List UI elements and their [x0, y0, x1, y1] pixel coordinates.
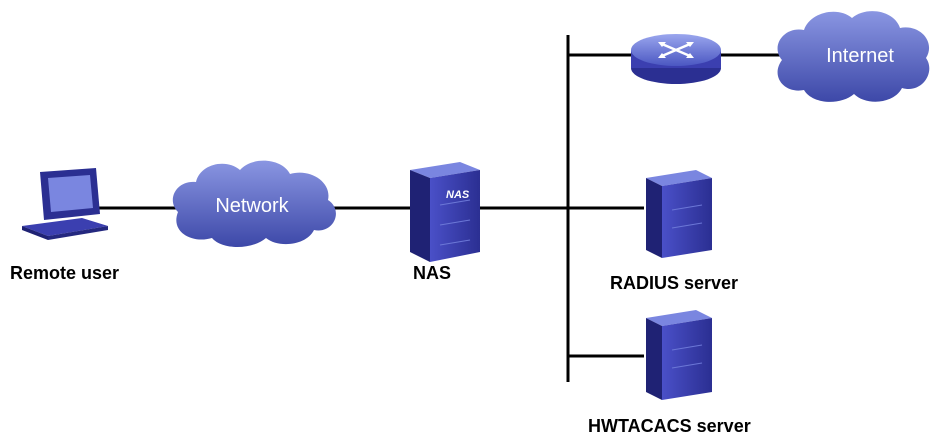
hwtacacs-label: HWTACACS server [588, 416, 751, 436]
radius-node: RADIUS server [610, 170, 738, 293]
network-label: Network [215, 195, 289, 217]
pc-icon [22, 168, 108, 240]
connection-lines [98, 35, 782, 382]
radius-label: RADIUS server [610, 273, 738, 293]
cloud-icon [172, 160, 336, 247]
internet-label: Internet [826, 45, 894, 67]
hwtacacs-node: HWTACACS server [588, 310, 751, 436]
nas-label: NAS [413, 263, 451, 283]
remote-user-node: Remote user [10, 168, 119, 283]
router-icon [631, 34, 721, 84]
internet-node: Internet [777, 11, 930, 102]
router-node [631, 34, 721, 84]
cloud-icon [777, 11, 930, 102]
remote-user-label: Remote user [10, 263, 119, 283]
server-icon [646, 170, 712, 258]
server-icon [410, 162, 480, 262]
server-icon [646, 310, 712, 400]
network-node: Network [172, 160, 336, 247]
nas-node: NAS NAS [410, 162, 480, 283]
nas-badge-text: NAS [446, 189, 470, 201]
